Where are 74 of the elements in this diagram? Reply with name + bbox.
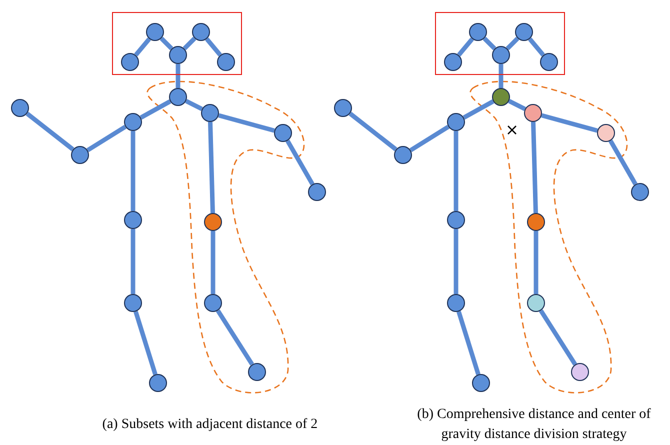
bone-line <box>462 99 494 120</box>
joint-node <box>308 183 326 201</box>
joint-node <box>124 211 142 229</box>
joint-node <box>447 113 465 131</box>
bone-line <box>508 99 526 111</box>
joint-node <box>540 52 558 70</box>
joint-group-box <box>112 12 242 75</box>
caption: (b) Comprehensive distance and center of gravity distance division strategy <box>416 406 652 444</box>
bone-line <box>134 37 151 57</box>
bone-line <box>534 231 538 294</box>
joint-node <box>192 22 210 40</box>
joint-node <box>169 88 187 106</box>
bone-line <box>409 124 450 152</box>
joint-node <box>11 99 29 117</box>
joint-node <box>447 211 465 229</box>
joint-node <box>124 294 142 312</box>
joint-node <box>492 46 510 64</box>
bone-line <box>454 131 458 211</box>
bone-line <box>182 36 196 50</box>
joint-group-box <box>435 12 565 75</box>
bone-line <box>205 37 222 57</box>
bone-line <box>286 140 314 186</box>
joint-node <box>216 52 234 70</box>
bone-line <box>608 140 638 186</box>
bone-line <box>538 309 578 366</box>
joint-node <box>201 104 219 122</box>
joint-node <box>468 22 486 40</box>
bone-line <box>218 113 275 133</box>
joint-node <box>444 52 462 70</box>
joint-node <box>527 294 545 312</box>
bone-line <box>130 131 136 211</box>
joint-node <box>514 22 532 40</box>
joint-node <box>492 88 510 106</box>
bone-line <box>160 36 174 50</box>
bone-line <box>454 229 458 294</box>
bone-line <box>134 310 158 376</box>
joint-node <box>447 294 465 312</box>
joint-node <box>71 146 89 164</box>
bone-line <box>456 310 480 376</box>
bone-line <box>210 231 216 294</box>
bone-line <box>506 36 520 50</box>
bone-line <box>185 99 203 111</box>
joint-node <box>124 113 142 131</box>
bone-line <box>130 229 136 294</box>
bone-line <box>216 309 254 366</box>
bone-line <box>140 99 172 120</box>
joint-node <box>248 363 266 381</box>
joint-node <box>394 146 412 164</box>
joint-node <box>204 213 222 231</box>
bone-line <box>457 37 474 57</box>
joint-node <box>168 46 186 64</box>
bone-line <box>528 37 545 57</box>
joint-node <box>120 52 138 70</box>
bone-line <box>531 122 538 214</box>
joint-node <box>527 213 545 231</box>
joint-node <box>274 124 292 142</box>
bone-line <box>26 112 74 152</box>
bone-line <box>498 64 504 88</box>
joint-node <box>146 22 164 40</box>
joint-node <box>524 104 542 122</box>
joint-node <box>149 374 167 392</box>
bone-line <box>348 112 398 152</box>
joint-node <box>472 374 490 392</box>
joint-node <box>571 363 589 381</box>
bone-line <box>541 113 598 133</box>
joint-node <box>597 124 615 142</box>
bone-line <box>482 36 496 50</box>
bone-line <box>208 122 215 214</box>
bone-line <box>86 124 127 152</box>
joint-node <box>334 99 352 117</box>
caption: (a) Subsets with adjacent distance of 2 <box>101 416 319 434</box>
joint-node <box>204 294 222 312</box>
joint-node <box>631 183 649 201</box>
bone-line <box>176 64 180 88</box>
